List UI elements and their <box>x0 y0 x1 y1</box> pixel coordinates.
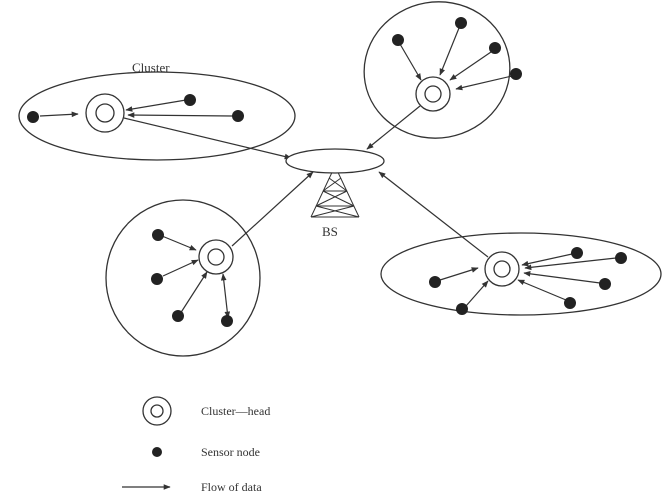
cluster-head <box>484 251 520 287</box>
sensor-node <box>232 110 244 122</box>
sensor-node <box>429 276 441 288</box>
sensor-node <box>172 310 184 322</box>
base-station: BS <box>285 148 385 239</box>
legend-sensor-node-label: Sensor node <box>201 445 260 459</box>
flow-arrow <box>455 75 513 91</box>
sensor-node <box>455 17 467 29</box>
flow-arrow <box>161 235 197 251</box>
sensor-node <box>599 278 611 290</box>
flow-arrow <box>521 253 573 267</box>
sensor-node <box>27 111 39 123</box>
cluster-top-right <box>363 1 522 139</box>
sensor-node <box>564 297 576 309</box>
legend: Cluster—head Sensor node Flow of data <box>122 396 270 494</box>
cluster-boundary <box>105 199 261 357</box>
sensor-node <box>152 229 164 241</box>
sensor-node <box>571 247 583 259</box>
sensor-node <box>184 94 196 106</box>
bs-antenna-ellipse <box>285 148 385 174</box>
cluster-label: Cluster <box>132 60 170 75</box>
legend-cluster-head-label: Cluster—head <box>201 404 270 418</box>
cluster-right <box>380 232 662 316</box>
flow-arrow <box>465 280 489 307</box>
flow-arrow <box>123 117 292 160</box>
sensor-node <box>151 273 163 285</box>
flow-arrow <box>220 273 231 319</box>
sensor-node <box>392 34 404 46</box>
flow-arrow <box>179 271 208 315</box>
flow-arrow <box>439 27 460 76</box>
double-circle-icon <box>142 396 172 426</box>
flow-arrow <box>399 43 422 81</box>
legend-flow-of-data: Flow of data <box>122 480 262 494</box>
legend-flow-of-data-label: Flow of data <box>201 480 262 494</box>
lattice-tower-icon <box>310 165 360 218</box>
bs-label: BS <box>322 224 338 239</box>
flow-arrow <box>39 111 79 118</box>
legend-sensor-node: Sensor node <box>152 445 260 459</box>
flow-arrow <box>231 171 314 247</box>
sensor-node <box>489 42 501 54</box>
sensor-node <box>510 68 522 80</box>
flow-arrow <box>366 105 421 150</box>
filled-dot-icon <box>152 447 162 457</box>
cluster-bottom-left <box>105 199 261 357</box>
sensor-node <box>615 252 627 264</box>
sensor-node <box>221 315 233 327</box>
flow-arrow <box>127 112 233 118</box>
flow-arrow <box>517 279 567 301</box>
flow-arrow <box>378 171 489 258</box>
cluster-head <box>85 93 125 133</box>
cluster-head <box>198 239 234 275</box>
cluster-top-left: Cluster <box>18 60 296 161</box>
legend-cluster-head: Cluster—head <box>142 396 270 426</box>
flow-arrow <box>523 271 601 284</box>
cluster-head <box>415 76 451 112</box>
flow-arrow <box>162 259 199 277</box>
flow-arrow <box>449 51 492 81</box>
cluster-boundary <box>380 232 662 316</box>
cluster-boundary <box>363 1 511 139</box>
flow-arrow <box>125 99 187 112</box>
uplinks-to-bs <box>123 105 489 258</box>
flow-arrow <box>439 267 479 281</box>
flow-arrow <box>524 257 617 271</box>
cluster-boundary <box>18 71 296 161</box>
sensor-node <box>456 303 468 315</box>
